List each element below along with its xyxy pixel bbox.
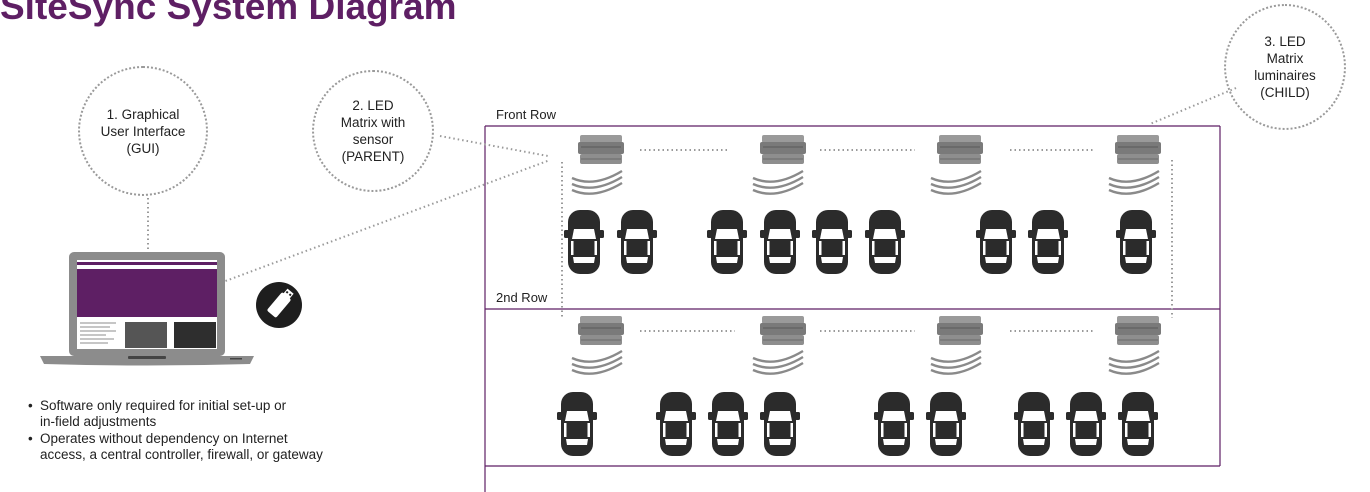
led-matrix-parent-icon: [577, 315, 625, 346]
led-matrix-luminaire-icon: [936, 315, 984, 346]
sensor-wave-icon: [570, 169, 624, 195]
diagram-title: SiteSync System Diagram: [0, 0, 457, 27]
car-icon: [656, 392, 696, 456]
second-row-area: [485, 308, 1220, 467]
sensor-wave-icon: [751, 349, 805, 375]
front-row-label: Front Row: [496, 107, 556, 122]
car-icon: [812, 210, 852, 274]
parent-callout-bubble: 2. LED Matrix with sensor (PARENT): [312, 70, 434, 192]
car-icon: [1014, 392, 1054, 456]
connection-lines: [147, 87, 1237, 332]
usb-drive-icon: [256, 282, 302, 328]
car-icon: [708, 392, 748, 456]
car-icon: [557, 392, 597, 456]
car-icon: [926, 392, 966, 456]
second-row-cars: [557, 392, 1158, 456]
second-row-luminaires: [570, 315, 1162, 375]
car-icon: [707, 210, 747, 274]
led-matrix-parent-icon: [577, 134, 625, 165]
child-callout-label: 3. LED Matrix luminaires (CHILD): [1254, 34, 1316, 100]
gui-callout-bubble: 1. Graphical User Interface (GUI): [78, 66, 208, 196]
second-row-label: 2nd Row: [496, 290, 548, 305]
car-icon: [1116, 210, 1156, 274]
car-icon: [617, 210, 657, 274]
front-row-cars: [564, 210, 1156, 274]
car-icon: [1066, 392, 1106, 456]
gui-callout-label: 1. Graphical User Interface (GUI): [100, 106, 186, 156]
car-icon: [760, 210, 800, 274]
car-icon: [874, 392, 914, 456]
led-matrix-luminaire-icon: [759, 134, 807, 165]
car-icon: [564, 210, 604, 274]
parent-callout-label: 2. LED Matrix with sensor (PARENT): [340, 98, 406, 164]
child-callout-bubble: 3. LED Matrix luminaires (CHILD): [1224, 4, 1346, 130]
sensor-wave-icon: [1107, 169, 1161, 195]
car-icon: [760, 392, 800, 456]
laptop-icon: [40, 252, 254, 366]
bullet-item: Operates without dependency on Internet …: [28, 431, 323, 463]
sensor-wave-icon: [929, 349, 983, 375]
led-matrix-luminaire-icon: [1114, 315, 1162, 346]
bullet-item: Software only required for initial set-u…: [28, 398, 323, 430]
feature-bullet-list: Software only required for initial set-u…: [28, 398, 323, 464]
sensor-wave-icon: [751, 169, 805, 195]
car-icon: [976, 210, 1016, 274]
car-icon: [1118, 392, 1158, 456]
sensor-wave-icon: [929, 169, 983, 195]
led-matrix-luminaire-icon: [759, 315, 807, 346]
sensor-wave-icon: [570, 349, 624, 375]
car-icon: [865, 210, 905, 274]
led-matrix-luminaire-icon: [1114, 134, 1162, 165]
front-row-luminaires: [570, 134, 1162, 195]
led-matrix-luminaire-icon: [936, 134, 984, 165]
sensor-wave-icon: [1107, 349, 1161, 375]
car-icon: [1028, 210, 1068, 274]
